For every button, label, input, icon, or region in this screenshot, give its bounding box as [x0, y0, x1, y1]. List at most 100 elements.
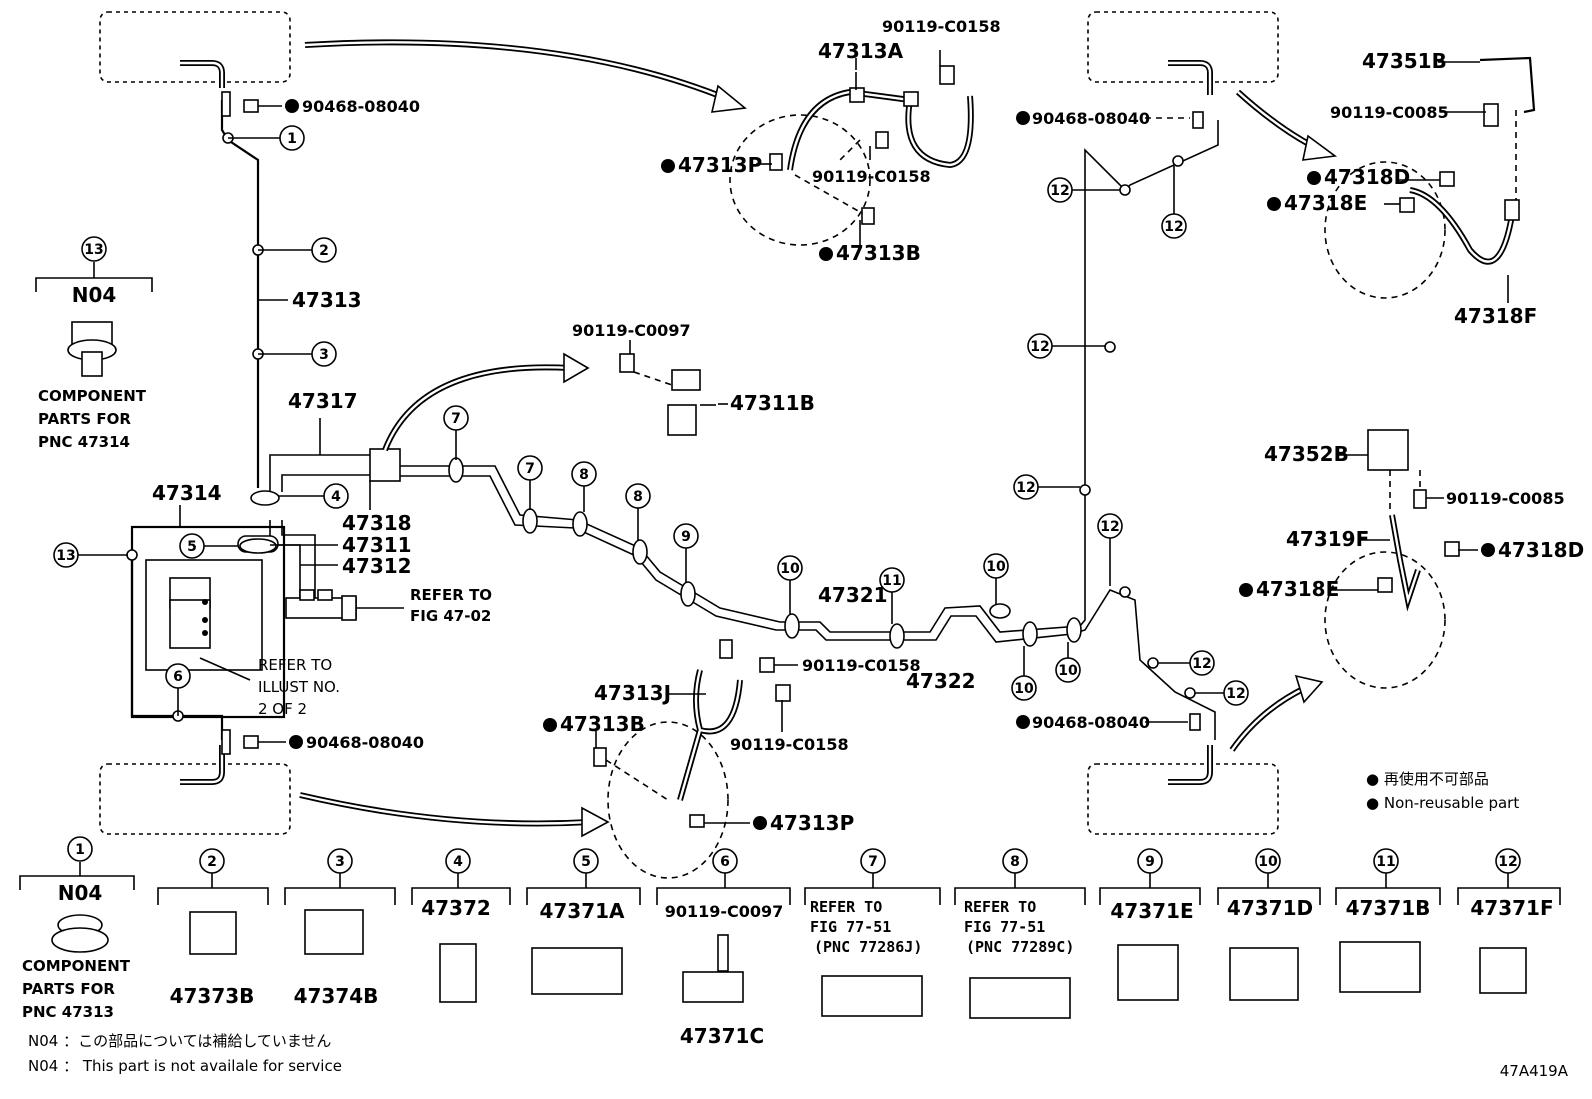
component-top-line-3: PNC 47314: [38, 433, 130, 451]
callout-12c: 12: [1027, 333, 1106, 359]
label-47318D-b: 47318D: [1498, 538, 1584, 562]
svg-text:12: 12: [1164, 219, 1183, 235]
clip-90468-top-left: [221, 91, 299, 117]
callout-11: 11: [879, 567, 905, 624]
svg-text:12: 12: [1050, 183, 1069, 199]
callout-12g: 12: [1195, 680, 1249, 706]
svg-text:13: 13: [84, 242, 103, 258]
label-90119-C0085-a: 90119-C0085: [1330, 103, 1449, 122]
component-bottom-code: N04: [58, 881, 103, 905]
arrow-top-left: [304, 39, 747, 113]
wheel-box-front-right: [1087, 11, 1279, 95]
wheel-box-rear-left: [99, 745, 291, 835]
callout-5: 5: [179, 533, 238, 559]
joint-block-47317: [369, 448, 401, 482]
label-47313J: 47313J: [594, 681, 671, 705]
bottom-row-callouts: 2 3 4 5 6 7 8 9 10 11 12: [199, 848, 1521, 874]
svg-text:5: 5: [581, 854, 591, 870]
svg-text:1: 1: [75, 842, 85, 858]
label-47351B: 47351B: [1362, 49, 1447, 73]
bottom-part-47373B: 47373B: [170, 984, 255, 1008]
bottom-part-drawings: [189, 909, 1527, 1019]
callout-circles: 1 2 3 4 5 6 7 7 8 8 9 10 11 10 10 10 12 …: [53, 125, 1249, 862]
bottom-part-texts: 47373B 47374B 47372 47371A 90119-C0097 4…: [170, 896, 1554, 1048]
label-47313P-a: 47313P: [678, 153, 762, 177]
bottom-part-refer-7-c: (PNC 77286J): [814, 938, 922, 956]
callout-7: 7: [443, 405, 469, 460]
legend-line-1: ● 再使用不可部品: [1366, 770, 1489, 788]
part-labels: 90468-08040 47313 47317 47314 47318 4731…: [152, 17, 1584, 835]
component-bottom-line-3: PNC 47313: [22, 1003, 114, 1021]
callout-12f: 12: [1158, 650, 1215, 676]
svg-text:9: 9: [1145, 854, 1155, 870]
brake-line-47318: [281, 474, 370, 492]
svg-text:10: 10: [986, 559, 1006, 575]
callout-8: 8: [571, 461, 597, 512]
svg-text:12: 12: [1192, 656, 1211, 672]
label-47313B-a: 47313B: [836, 241, 921, 265]
label-47319F: 47319F: [1286, 527, 1369, 551]
bottom-part-refer-8-c: (PNC 77289C): [966, 938, 1074, 956]
label-47312: 47312: [342, 554, 412, 578]
brake-line-47317: [269, 454, 370, 492]
brake-pipe-47321: [400, 120, 1219, 633]
detail-bracket-47311b: [619, 353, 716, 436]
label-47318E-b: 47318E: [1256, 577, 1339, 601]
svg-text:8: 8: [1010, 854, 1020, 870]
component-bottom-line-2: PARTS FOR: [22, 980, 115, 998]
arrow-bottom-right: [1229, 674, 1324, 752]
svg-text:6: 6: [720, 854, 730, 870]
bottom-part-47371F: 47371F: [1470, 896, 1553, 920]
leader-lines: [179, 50, 1509, 824]
label-47322: 47322: [906, 669, 976, 693]
detail-rear-right-hose: [1324, 429, 1460, 689]
label-refer-illust-c: 2 OF 2: [258, 700, 307, 718]
svg-text:7: 7: [868, 854, 878, 870]
callout-10b: 10: [983, 553, 1009, 604]
component-top-code: N04: [72, 283, 117, 307]
bottom-part-90119-C0097: 90119-C0097: [665, 902, 784, 921]
label-90119-C0158-d: 90119-C0158: [730, 735, 849, 754]
bottom-part-47371A: 47371A: [539, 899, 625, 923]
svg-text:6: 6: [173, 669, 183, 685]
bottom-part-47371E: 47371E: [1110, 899, 1193, 923]
legend-line-2: ● Non-reusable part: [1366, 794, 1519, 812]
bottom-part-47371C: 47371C: [680, 1024, 764, 1048]
label-47313B-b: 47313B: [560, 712, 645, 736]
callout-8b: 8: [625, 483, 651, 540]
label-47313: 47313: [292, 288, 362, 312]
clip-90468-bottom-left: [221, 729, 303, 755]
label-47311: 47311: [342, 533, 412, 557]
label-90119-C0158-c: 90119-C0158: [802, 656, 921, 675]
svg-text:12: 12: [1100, 519, 1119, 535]
label-47352B: 47352B: [1264, 442, 1349, 466]
label-90119-C0158-a: 90119-C0158: [882, 17, 1001, 36]
label-47313P-b: 47313P: [770, 811, 854, 835]
detail-front-right-hose: [1324, 56, 1536, 299]
label-refer-illust-a: REFER TO: [258, 656, 332, 674]
callout-3: 3: [258, 341, 337, 367]
brake-line-47312: [281, 520, 316, 600]
callout-10d: 10: [1055, 642, 1081, 683]
callout-12d: 12: [1013, 474, 1080, 500]
svg-text:8: 8: [633, 489, 643, 505]
svg-text:10: 10: [1058, 663, 1078, 679]
callout-1-bottom: 1: [67, 836, 93, 862]
callout-7b: 7: [517, 455, 543, 510]
svg-text:3: 3: [335, 854, 345, 870]
svg-text:12: 12: [1498, 854, 1517, 870]
callout-12b: 12: [1161, 166, 1187, 239]
component-texts: N04 COMPONENT PARTS FOR PNC 47314 N04 CO…: [22, 283, 147, 1021]
label-47321: 47321: [818, 583, 888, 607]
label-47313A: 47313A: [818, 39, 904, 63]
callout-2: 2: [258, 237, 337, 263]
arrow-bottom-left: [299, 792, 610, 838]
svg-text:7: 7: [525, 461, 535, 477]
arrow-top-right: [1235, 89, 1338, 161]
label-47318D-a: 47318D: [1324, 165, 1410, 189]
svg-text:3: 3: [319, 347, 329, 363]
svg-text:4: 4: [331, 489, 341, 505]
svg-text:4: 4: [453, 854, 463, 870]
label-47318E-a: 47318E: [1284, 191, 1367, 215]
callout-13: 13: [53, 542, 128, 568]
